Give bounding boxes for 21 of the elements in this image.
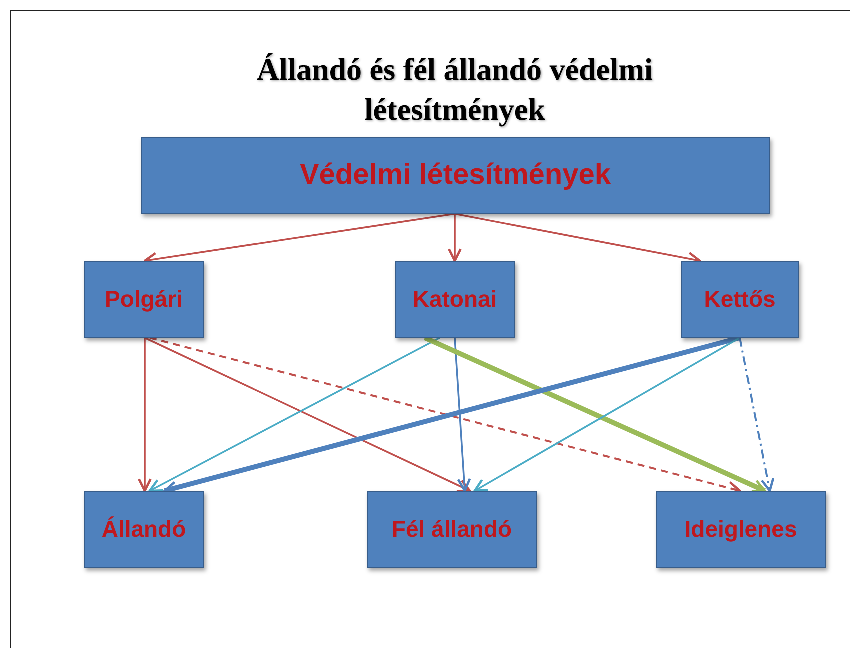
box-label: Állandó [102,516,186,543]
title: Állandó és fél állandó védelmi létesítmények [256,51,654,129]
arrow [739,338,775,492]
category-box [84,261,204,338]
box-label: Fél állandó [392,516,512,543]
category-box [656,491,826,568]
box-label: Ideiglenes [684,516,798,543]
arrow [448,214,462,262]
category-box [141,137,770,214]
category-box [367,491,537,568]
arrow [424,336,766,494]
box-label: Katonai [412,286,498,313]
category-box [84,491,204,568]
arrow [454,338,472,492]
category-box [681,261,799,338]
arrow [138,338,152,492]
box-label: Kettős [704,286,776,313]
box-label: Polgári [105,286,183,313]
arrow [474,337,740,492]
category-box [395,261,515,338]
box-label: Védelmi létesítmények [300,159,612,192]
